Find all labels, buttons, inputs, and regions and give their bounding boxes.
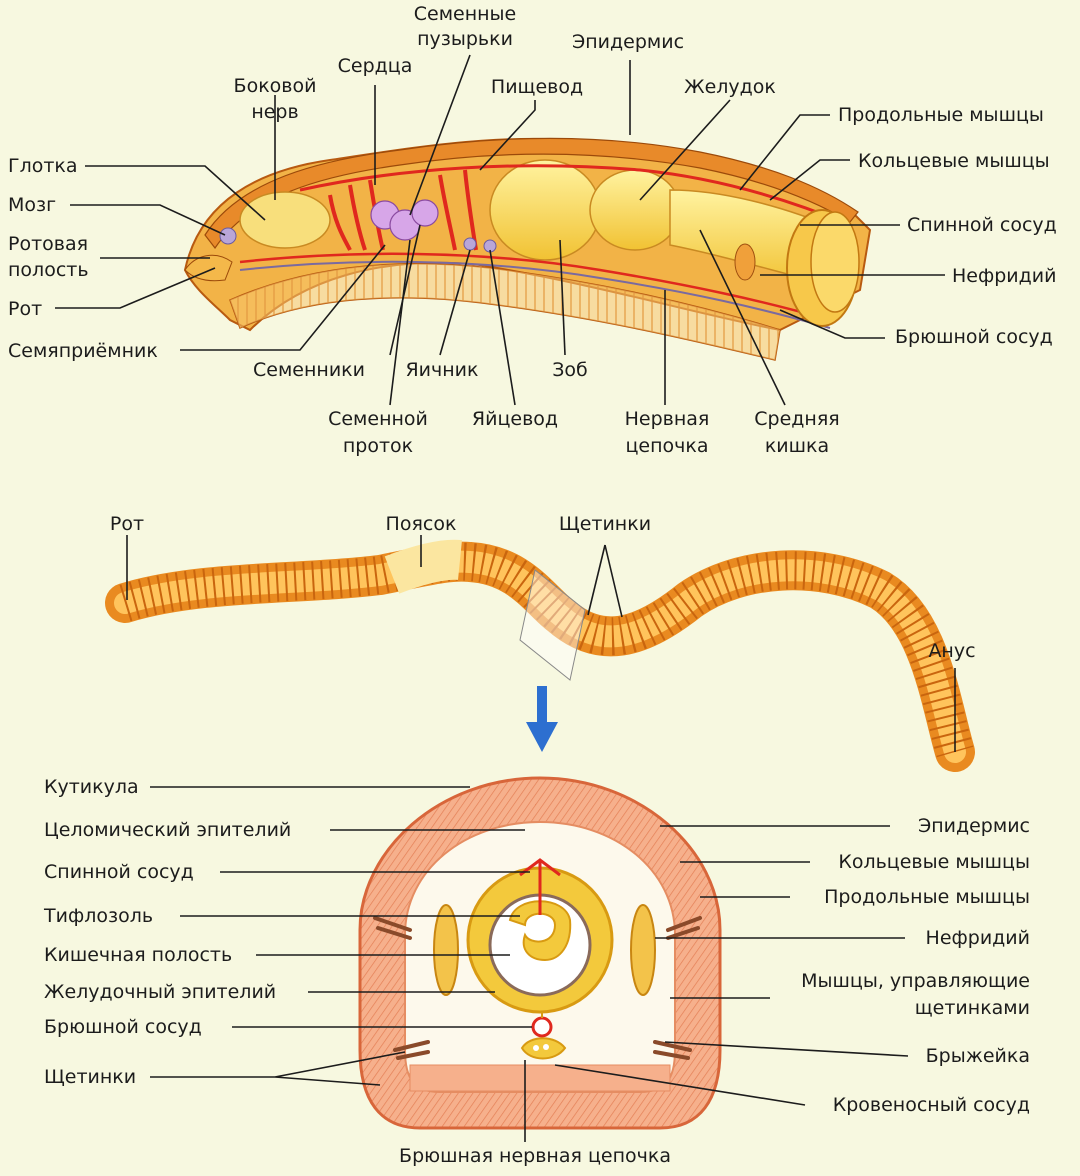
label-bryushnaya-nervnaya-tsepochka: Брюшная нервная цепочка — [399, 1145, 671, 1167]
label-koltsevye-myshtsy-top: Кольцевые мышцы — [858, 150, 1050, 172]
label-semyapriemnik: Семяприёмник — [8, 340, 158, 362]
label-semennoy-protok-2: проток — [343, 435, 413, 457]
label-krovenosny-sosud: Кровеносный сосуд — [833, 1094, 1030, 1116]
label-bryushnoy-sosud-top: Брюшной сосуд — [895, 326, 1053, 348]
ovary — [463, 237, 477, 251]
crop — [489, 159, 601, 261]
whole-worm — [105, 539, 975, 772]
label-spinnoy-sosud-cross: Спинной сосуд — [44, 861, 194, 883]
clitellum — [384, 539, 462, 594]
cross-section-labels: Кутикула Целомический эпителий Спинной с… — [43, 776, 1030, 1167]
label-myshtsy-2: щетинками — [915, 997, 1030, 1019]
ventral-vessel-cross — [531, 1016, 553, 1038]
mouth-tip — [184, 254, 233, 282]
label-tselomicheskiy-epiteliy: Целомический эпителий — [44, 819, 291, 841]
label-shchetinki-worm: Щетинки — [559, 513, 651, 535]
label-bokovoy-nerv-2: нерв — [251, 101, 298, 123]
label-myshtsy-1: Мышцы, управляющие — [801, 970, 1030, 992]
label-rot-worm: Рот — [110, 513, 144, 535]
label-epidermis-cross: Эпидермис — [918, 815, 1030, 837]
nephridium — [734, 243, 756, 281]
whole-worm-leaders — [126, 535, 956, 752]
ventral-vessel — [239, 252, 831, 322]
label-zheludok: Желудок — [684, 76, 776, 98]
label-nervnaya-tsepochka-1: Нервная — [625, 408, 710, 430]
label-srednyaya-kishka-1: Средняя — [754, 408, 839, 430]
label-rotovaya-polost-2: полость — [8, 259, 89, 281]
label-serdtsa: Сердца — [338, 55, 413, 77]
label-rot-top: Рот — [8, 298, 42, 320]
label-kishechnaya-polost: Кишечная полость — [44, 944, 232, 966]
label-anus: Анус — [928, 640, 975, 662]
label-kutikula: Кутикула — [44, 776, 139, 798]
label-bryzheyka: Брыжейка — [926, 1045, 1030, 1067]
label-tiflozol: Тифлозоль — [43, 905, 153, 927]
label-bryushnoy-sosud-cross: Брюшной сосуд — [44, 1016, 202, 1038]
label-srednyaya-kishka-2: кишка — [765, 435, 829, 457]
label-yaichnik: Яичник — [405, 359, 478, 381]
label-zob: Зоб — [552, 359, 588, 381]
nephridium-left — [433, 904, 459, 996]
label-semenniki: Семенники — [253, 359, 365, 381]
down-arrow-icon — [526, 686, 558, 752]
label-nervnaya-tsepochka-2: цепочка — [625, 435, 708, 457]
label-semennoy-protok-1: Семенной — [328, 408, 428, 430]
brain — [219, 227, 237, 245]
stomach — [589, 169, 681, 251]
dorsal-vessel — [299, 164, 851, 227]
typhlosole — [508, 900, 572, 962]
label-zheludochny-epiteliy: Желудочный эпителий — [44, 981, 276, 1003]
pharynx — [239, 191, 331, 249]
long-section-leaders — [55, 54, 945, 406]
label-nefridiy-cross: Нефридий — [926, 927, 1030, 949]
label-koltsevye-myshtsy-cross: Кольцевые мышцы — [838, 851, 1030, 873]
ventral-muscle — [409, 1064, 671, 1092]
long-section-labels: Семенные пузырьки Эпидермис Сердца Пищев… — [8, 3, 1057, 457]
cut-end — [786, 209, 860, 327]
label-mozg: Мозг — [8, 194, 56, 216]
label-nefridiy-top: Нефридий — [952, 265, 1056, 287]
label-glotka: Глотка — [8, 155, 78, 177]
dorsal-vessel-cross — [519, 858, 561, 915]
cut-plane — [519, 569, 586, 681]
label-semennye-puzyrki-2: пузырьки — [417, 28, 513, 50]
label-prodolnye-myshtsy-cross: Продольные мышцы — [824, 886, 1030, 908]
whole-worm-labels: Рот Поясок Щетинки Анус — [110, 513, 976, 662]
label-shchetinki-cross: Щетинки — [44, 1066, 136, 1088]
label-poyasok: Поясок — [386, 513, 457, 535]
mesentery — [520, 1012, 567, 1060]
label-bokovoy-nerv-1: Боковой — [234, 75, 317, 97]
setae — [373, 916, 702, 1060]
label-pishchevod: Пищевод — [491, 76, 583, 98]
label-yaytsevod: Яйцевод — [472, 408, 558, 430]
nerve-cord — [239, 260, 831, 329]
label-epidermis-top: Эпидермис — [572, 31, 684, 53]
cross-section — [358, 776, 722, 1130]
nephridium-right — [630, 904, 656, 996]
cross-section-leaders — [150, 786, 909, 1142]
label-spinnoy-sosud-top: Спинной сосуд — [907, 214, 1057, 236]
label-rotovaya-polost-1: Ротовая — [8, 233, 88, 255]
label-prodolnye-myshtsy-top: Продольные мышцы — [838, 104, 1044, 126]
seminal-vesicles — [370, 199, 439, 241]
longitudinal-section — [183, 137, 872, 361]
label-semennye-puzyrki-1: Семенные — [414, 3, 517, 25]
epidermis-band — [204, 137, 859, 250]
